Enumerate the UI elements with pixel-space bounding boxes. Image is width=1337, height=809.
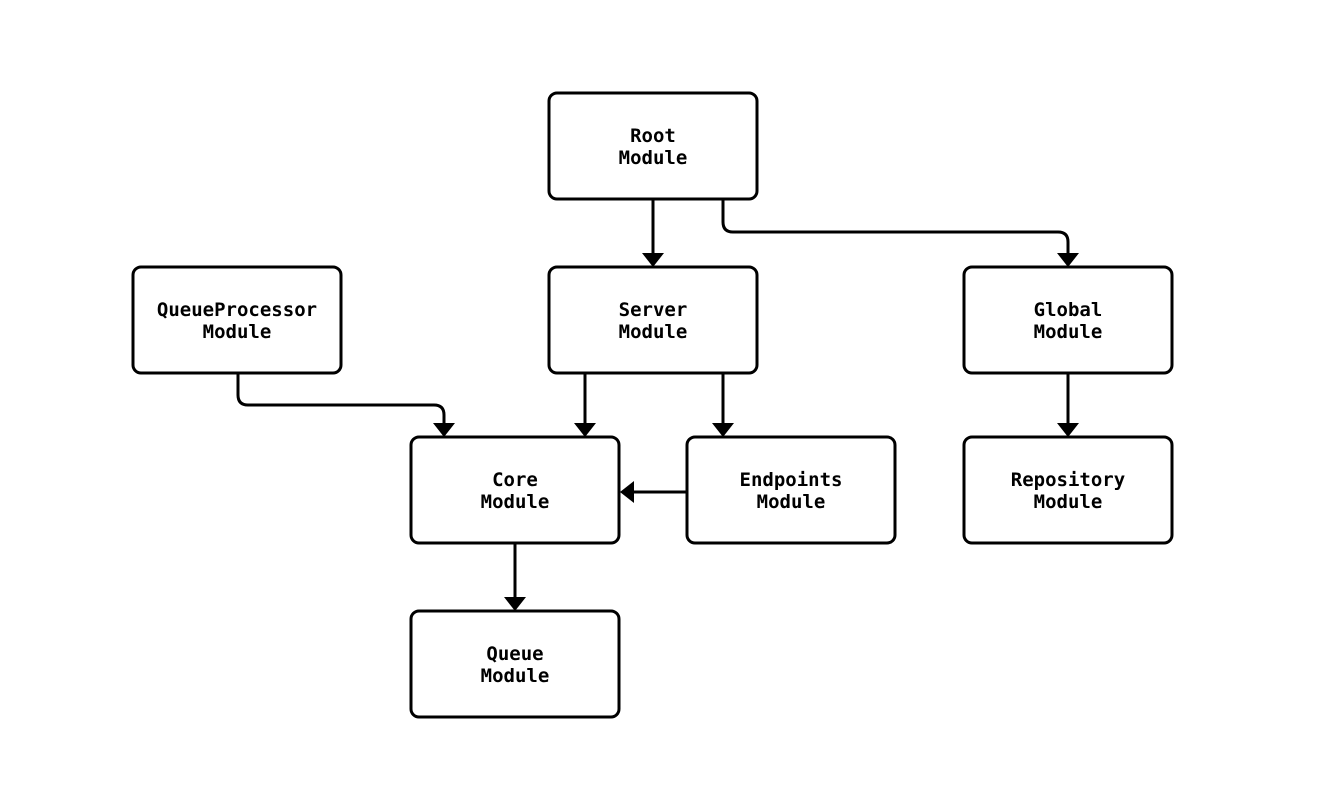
edge-endpoints-to-core (620, 481, 687, 503)
node-box (131, 265, 343, 375)
edge-root-to-global (721, 199, 1079, 267)
arrowhead-icon (620, 481, 634, 503)
node-box (547, 265, 759, 375)
edge-global-to-repository (1057, 373, 1079, 437)
node-box (547, 91, 759, 201)
node-box (409, 609, 621, 719)
edge-queueprocessor-to-core (236, 373, 455, 437)
arrowhead-icon (433, 423, 455, 437)
edge-line (721, 199, 1070, 253)
edge-root-to-server (642, 199, 664, 267)
edge-line (236, 373, 446, 423)
arrowhead-icon (504, 597, 526, 611)
edge-server-to-core (574, 373, 596, 437)
edge-server-to-endpoints (712, 373, 734, 437)
node-box (962, 265, 1174, 375)
arrowhead-icon (574, 423, 596, 437)
node-box (962, 435, 1174, 545)
arrowhead-icon (642, 253, 664, 267)
edge-core-to-queue (504, 543, 526, 611)
node-box (409, 435, 621, 545)
arrowhead-icon (712, 423, 734, 437)
arrowhead-icon (1057, 253, 1079, 267)
arrowhead-icon (1057, 423, 1079, 437)
node-box (685, 435, 897, 545)
